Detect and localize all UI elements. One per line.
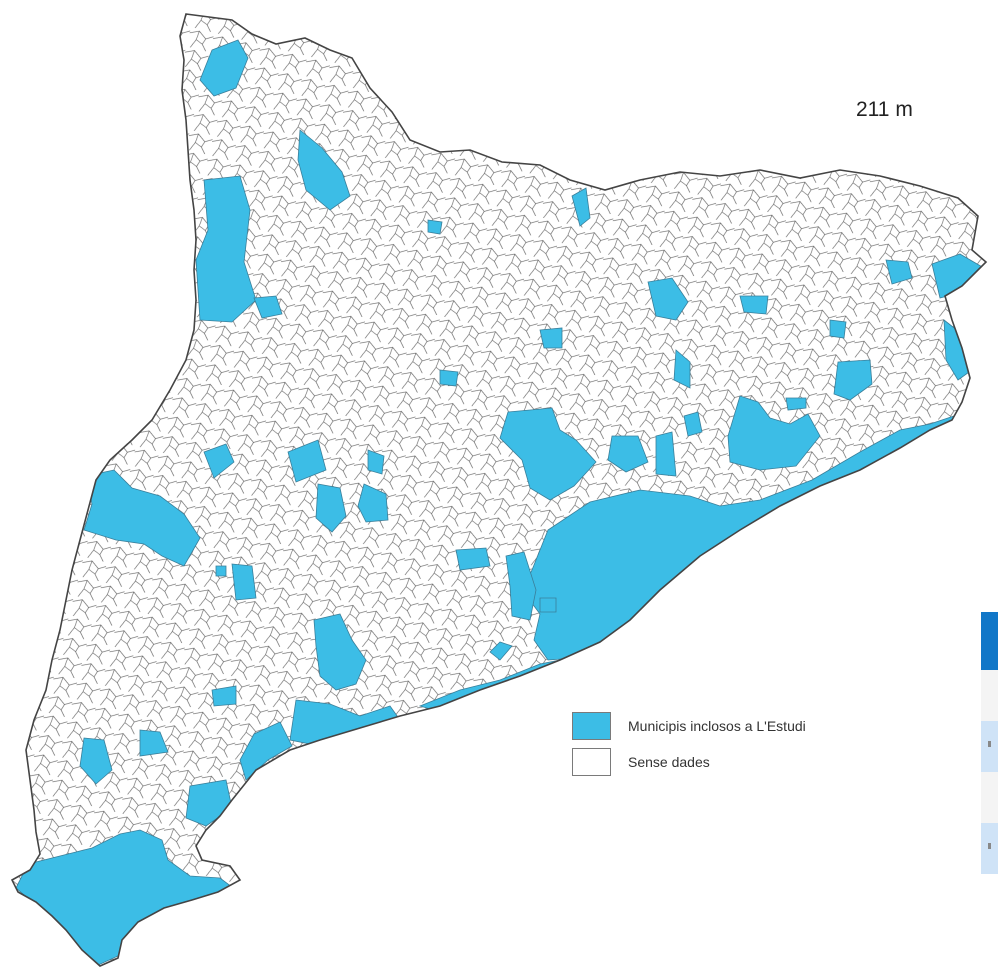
included-area-cn-7 [833, 359, 873, 401]
included-area-c-5 [727, 395, 821, 471]
included-area-c-19 [139, 729, 169, 757]
map-headline-text: 211 m [856, 98, 913, 121]
included-area-c-1 [499, 407, 597, 501]
included-area-ne-3 [885, 259, 913, 285]
included-area-c-18 [211, 685, 237, 707]
included-area-c-12 [455, 547, 491, 571]
included-area-central-n [647, 277, 689, 321]
legend-swatch-no-data [572, 748, 611, 776]
included-area-s-coast-2 [489, 641, 513, 661]
included-area-w-small [253, 295, 283, 319]
included-area-w-strip [195, 175, 257, 323]
map-legend: Municipis inclosos a L'Estudi Sense dade… [572, 711, 806, 783]
legend-label-included: Municipis inclosos a L'Estudi [628, 718, 806, 734]
included-area-w-cluster [83, 469, 201, 567]
included-area-cn-4 [829, 319, 847, 339]
table-row [981, 772, 998, 823]
included-area-c-14 [215, 565, 227, 577]
legend-swatch-included [572, 712, 611, 740]
included-area-cn-3 [539, 327, 563, 349]
included-area-c-7 [203, 443, 235, 479]
legend-item-included: Municipis inclosos a L'Estudi [572, 711, 806, 741]
included-area-nw-2 [297, 129, 351, 211]
included-area-cn-6 [439, 369, 459, 387]
included-area-c-15 [505, 551, 537, 621]
included-area-c-11 [367, 449, 385, 475]
included-area-c-13 [231, 563, 257, 601]
included-area-c-3 [655, 431, 677, 477]
included-area-c-9 [315, 483, 347, 533]
table-row [981, 670, 998, 721]
included-area-c-4 [683, 411, 703, 437]
included-area-c-16 [539, 597, 557, 613]
included-area-cn-5 [673, 349, 691, 389]
included-area-c-10 [357, 483, 389, 523]
included-area-cn-2 [739, 295, 769, 315]
legend-label-no-data: Sense dades [628, 754, 710, 770]
included-area-c-8 [287, 439, 327, 483]
table-cell-fragment [988, 843, 991, 849]
included-municipality-regions [15, 39, 985, 966]
included-area-c-20 [79, 737, 113, 785]
cropped-table-edge [981, 612, 998, 874]
included-area-s-coast-5 [185, 779, 233, 827]
table-row [981, 823, 998, 874]
included-area-ne-1 [571, 187, 591, 227]
included-area-c-2 [607, 435, 649, 473]
legend-item-no-data: Sense dades [572, 747, 806, 777]
included-area-ne-2 [427, 219, 443, 235]
included-area-c-17 [313, 613, 367, 691]
included-area-nw-1 [199, 39, 249, 97]
included-area-c-6 [785, 397, 807, 411]
table-header-fragment [981, 612, 998, 670]
table-cell-fragment [988, 741, 991, 747]
included-area-s-coast-4 [239, 721, 293, 781]
table-row [981, 721, 998, 772]
